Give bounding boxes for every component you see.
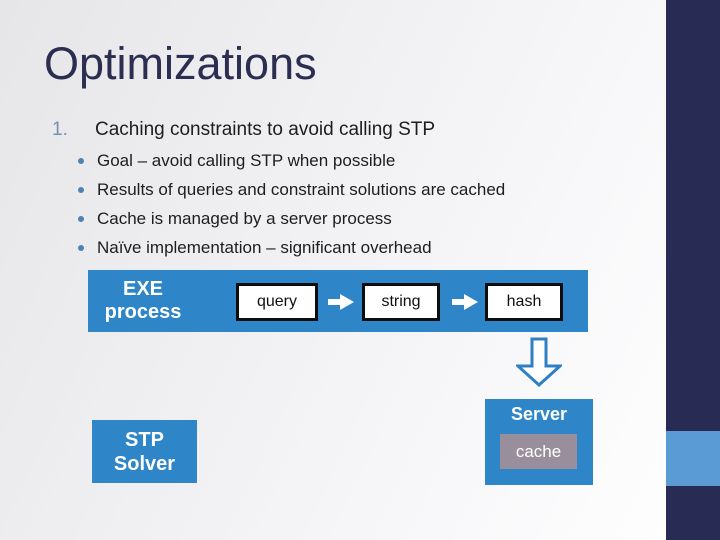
stp-label-line1: STP — [125, 428, 164, 451]
sidebar-accent-square — [666, 431, 720, 486]
hash-box: hash — [485, 283, 563, 321]
right-arrow-icon — [328, 294, 354, 310]
query-box: query — [236, 283, 318, 321]
exe-label-line2: process — [104, 301, 182, 323]
bullet-item: Cache is managed by a server process — [78, 209, 392, 229]
server-box: Server cache — [485, 399, 593, 485]
bullet-item: Results of queries and constraint soluti… — [78, 180, 506, 200]
bullet-item: Goal – avoid calling STP when possible — [78, 151, 396, 171]
bullet-dot-icon — [78, 216, 84, 222]
bullet-item: Naïve implementation – significant overh… — [78, 238, 432, 258]
server-label: Server — [510, 404, 568, 424]
bullet-text: Cache is managed by a server process — [97, 209, 392, 228]
string-box: string — [362, 283, 440, 321]
bullet-dot-icon — [78, 187, 84, 193]
right-arrow-icon — [452, 294, 478, 310]
bullet-text: Results of queries and constraint soluti… — [97, 180, 506, 199]
bullet-text: Naïve implementation – significant overh… — [97, 238, 432, 257]
down-arrow-icon — [516, 337, 562, 387]
slide-title: Optimizations — [44, 38, 317, 89]
item-number: 1. — [52, 119, 68, 140]
bullet-dot-icon — [78, 158, 84, 164]
stp-solver-box: STP Solver — [92, 420, 197, 483]
stp-label-line2: Solver — [113, 452, 176, 475]
cache-box: cache — [500, 434, 577, 469]
item-heading: Caching constraints to avoid calling STP — [95, 119, 436, 140]
exe-process-label: EXE process — [88, 278, 198, 324]
exe-label-line1: EXE — [122, 278, 164, 300]
bullet-dot-icon — [78, 245, 84, 251]
bullet-text: Goal – avoid calling STP when possible — [97, 151, 396, 170]
numbered-item: 1. Caching constraints to avoid calling S… — [52, 119, 435, 141]
